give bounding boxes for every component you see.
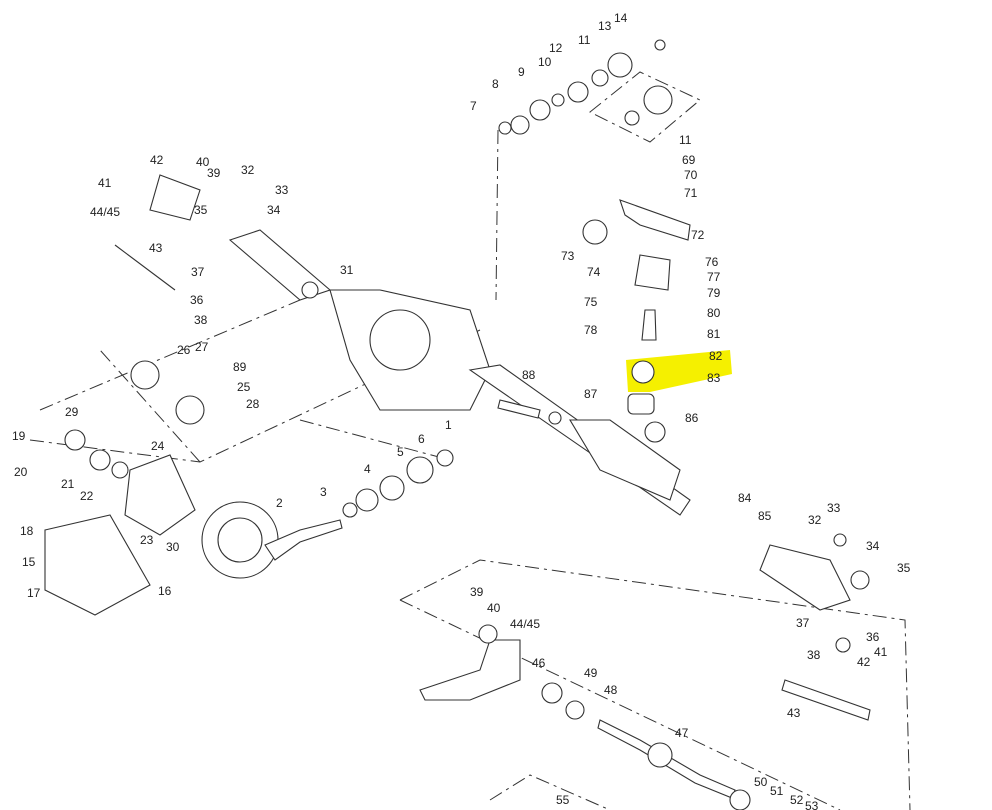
part-label-41: 41 (98, 176, 112, 190)
part-label-36: 36 (866, 630, 880, 644)
part-label-44-45: 44/45 (510, 617, 540, 631)
part-label-34: 34 (866, 539, 880, 553)
part-label-39: 39 (470, 585, 484, 599)
lower-parts (419, 533, 870, 810)
part-label-13: 13 (598, 19, 612, 33)
part-label-33: 33 (827, 501, 841, 515)
part-label-44-45: 44/45 (90, 205, 120, 219)
part-label-41: 41 (874, 645, 888, 659)
part-label-71: 71 (684, 186, 698, 200)
differential-parts (44, 360, 454, 616)
part-label-48: 48 (604, 683, 618, 697)
part-label-39: 39 (207, 166, 221, 180)
part-label-31: 31 (340, 263, 354, 277)
part-label-53: 53 (805, 799, 819, 810)
part-label-73: 73 (561, 249, 575, 263)
upper-parts (301, 39, 691, 443)
part-label-83: 83 (707, 371, 721, 385)
part-label-30: 30 (166, 540, 180, 554)
part-label-5: 5 (397, 445, 404, 459)
part-label-89: 89 (233, 360, 247, 374)
part-label-87: 87 (584, 387, 598, 401)
part-label-46: 46 (532, 656, 546, 670)
part-label-40: 40 (196, 155, 210, 169)
part-label-36: 36 (190, 293, 204, 307)
part-label-76: 76 (705, 255, 719, 269)
part-label-70: 70 (684, 168, 698, 182)
part-label-21: 21 (61, 477, 75, 491)
part-label-15: 15 (22, 555, 36, 569)
part-label-77: 77 (707, 270, 721, 284)
part-label-86: 86 (685, 411, 699, 425)
part-label-35: 35 (897, 561, 911, 575)
part-label-25: 25 (237, 380, 251, 394)
part-label-20: 20 (14, 465, 28, 479)
part-label-3: 3 (320, 485, 327, 499)
part-label-11: 11 (578, 33, 591, 47)
part-label-27: 27 (195, 340, 209, 354)
part-label-14: 14 (614, 11, 628, 25)
part-label-26: 26 (177, 343, 191, 357)
part-label-35: 35 (194, 203, 208, 217)
part-label-1: 1 (445, 418, 452, 432)
part-label-9: 9 (518, 65, 525, 79)
part-label-22: 22 (80, 489, 94, 503)
part-label-43: 43 (787, 706, 801, 720)
part-label-38: 38 (807, 648, 821, 662)
highlight-region (626, 350, 732, 392)
part-label-32: 32 (241, 163, 255, 177)
part-label-11: 11 (679, 133, 692, 147)
part-label-82: 82 (709, 349, 723, 363)
part-label-84: 84 (738, 491, 752, 505)
part-label-69: 69 (682, 153, 696, 167)
dashed-guides (29, 71, 911, 810)
part-label-51: 51 (770, 784, 784, 798)
part-label-49: 49 (584, 666, 598, 680)
part-label-38: 38 (194, 313, 208, 327)
part-label-18: 18 (20, 524, 34, 538)
part-label-8: 8 (492, 77, 499, 91)
part-label-33: 33 (275, 183, 289, 197)
part-label-10: 10 (538, 55, 552, 69)
part-label-2: 2 (276, 496, 283, 510)
part-label-88: 88 (522, 368, 536, 382)
part-label-37: 37 (796, 616, 810, 630)
part-label-52: 52 (790, 793, 804, 807)
part-label-17: 17 (27, 586, 41, 600)
part-label-55: 55 (556, 793, 570, 807)
part-label-19: 19 (12, 429, 26, 443)
part-label-29: 29 (65, 405, 79, 419)
part-label-7: 7 (470, 99, 477, 113)
part-label-74: 74 (587, 265, 601, 279)
part-label-72: 72 (691, 228, 705, 242)
part-label-78: 78 (584, 323, 598, 337)
part-label-40: 40 (487, 601, 501, 615)
part-label-47: 47 (675, 726, 689, 740)
part-label-43: 43 (149, 241, 163, 255)
part-label-80: 80 (707, 306, 721, 320)
part-label-12: 12 (549, 41, 563, 55)
part-label-37: 37 (191, 265, 205, 279)
part-label-28: 28 (246, 397, 260, 411)
axle-housing (114, 174, 871, 721)
part-label-79: 79 (707, 286, 721, 300)
part-label-42: 42 (150, 153, 164, 167)
part-label-32: 32 (808, 513, 822, 527)
part-label-85: 85 (758, 509, 772, 523)
part-label-16: 16 (158, 584, 172, 598)
part-label-4: 4 (364, 462, 371, 476)
part-label-23: 23 (140, 533, 154, 547)
part-label-75: 75 (584, 295, 598, 309)
part-label-42: 42 (857, 655, 871, 669)
part-label-50: 50 (754, 775, 768, 789)
part-label-34: 34 (267, 203, 281, 217)
part-label-24: 24 (151, 439, 165, 453)
part-label-81: 81 (707, 327, 721, 341)
part-label-6: 6 (418, 432, 425, 446)
